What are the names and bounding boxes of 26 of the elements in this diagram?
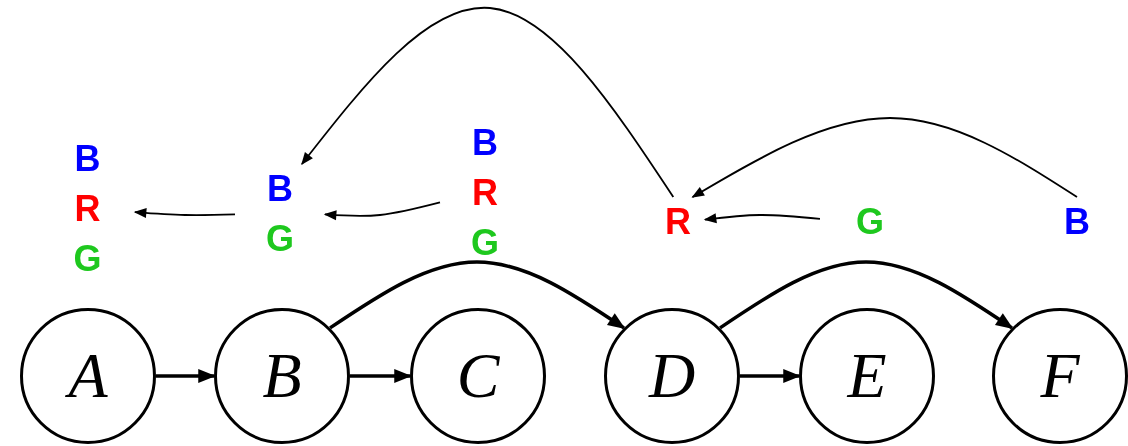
letter: B — [1064, 200, 1090, 244]
arrow — [301, 7, 675, 198]
arrow — [350, 369, 412, 383]
letter: E — [847, 341, 887, 411]
letter: D — [648, 341, 696, 411]
letter: R — [665, 200, 691, 244]
letter: G — [471, 221, 499, 265]
letter: G — [856, 200, 884, 244]
letter: G — [73, 237, 102, 281]
letter: B — [262, 341, 302, 411]
arrow — [703, 213, 821, 224]
letter: B — [74, 137, 101, 181]
letter: F — [1040, 341, 1080, 411]
arrow — [323, 201, 441, 221]
letter: C — [456, 341, 500, 411]
letter: B — [472, 121, 498, 165]
letter: R — [74, 187, 101, 231]
letter: R — [472, 171, 498, 215]
arrow — [329, 260, 626, 330]
letter: B — [267, 167, 293, 211]
arrow — [156, 369, 216, 383]
arrow — [740, 369, 801, 383]
arrow — [719, 260, 1014, 330]
arrow — [133, 207, 236, 218]
letter: G — [266, 217, 294, 261]
arrow — [691, 117, 1078, 198]
